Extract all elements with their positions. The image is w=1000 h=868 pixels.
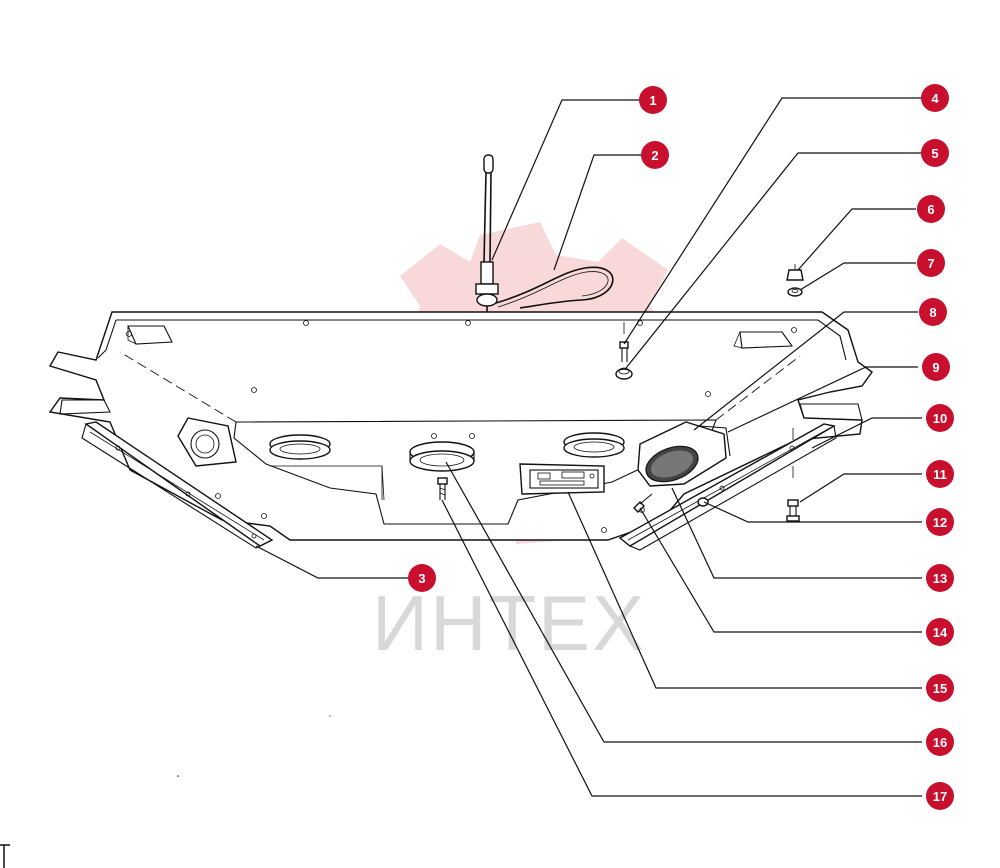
bolt-part-11: [786, 428, 800, 522]
callout-11: 11: [926, 460, 954, 488]
callout-label: 13: [933, 571, 947, 586]
callout-label: 10: [933, 411, 947, 426]
callout-2: 2: [641, 141, 669, 169]
right-speaker: [637, 421, 731, 487]
dome-lamp-ring: [409, 441, 475, 472]
vent-left: [269, 434, 331, 460]
left-speaker-housing: [177, 417, 237, 467]
callout-label: 15: [933, 681, 947, 696]
callout-10: 10: [926, 404, 954, 432]
scan-artifacts: [0, 715, 331, 868]
antenna: [475, 154, 499, 312]
callout-label: 5: [931, 146, 938, 161]
callout-label: 1: [649, 93, 656, 108]
callout-17: 17: [926, 782, 954, 810]
callout-15: 15: [926, 674, 954, 702]
callout-12: 12: [926, 508, 954, 536]
washer-part-7: [787, 287, 803, 297]
headliner-panel: [48, 311, 873, 541]
callout-6: 6: [917, 195, 945, 223]
lamp-screw: [437, 477, 448, 500]
callout-5: 5: [921, 139, 949, 167]
watermark-text: ИНТЕХ: [372, 579, 646, 667]
callout-label: 9: [932, 360, 939, 375]
cap-part-5: [615, 367, 633, 380]
callout-9: 9: [922, 353, 950, 381]
callout-label: 14: [933, 625, 948, 640]
callout-7: 7: [917, 249, 945, 277]
callout-8: 8: [919, 298, 947, 326]
callout-14: 14: [926, 618, 954, 646]
callout-label: 16: [933, 735, 947, 750]
callout-label: 11: [933, 467, 947, 482]
callout-16: 16: [926, 728, 954, 756]
screw-part-14: [633, 493, 653, 513]
antenna-cable: [495, 266, 614, 309]
radio-unit: [519, 463, 605, 495]
callout-3: 3: [408, 564, 436, 592]
callout-label: 3: [418, 571, 425, 586]
callout-label: 8: [929, 305, 936, 320]
callout-label: 6: [927, 202, 934, 217]
callout-label: 17: [933, 789, 947, 804]
callout-label: 7: [927, 256, 934, 271]
leader-lines: [255, 97, 922, 797]
callout-1: 1: [639, 86, 667, 114]
callout-label: 12: [933, 515, 947, 530]
callout-label: 2: [651, 148, 658, 163]
callout-13: 13: [926, 564, 954, 592]
nut-part-12: [697, 497, 709, 507]
screw-part-4: [619, 322, 629, 362]
nut-part-6: [786, 264, 804, 281]
trim-rail-right: [618, 423, 837, 551]
callout-label: 4: [931, 91, 939, 106]
callout-4: 4: [921, 84, 949, 112]
vent-right: [563, 432, 625, 458]
